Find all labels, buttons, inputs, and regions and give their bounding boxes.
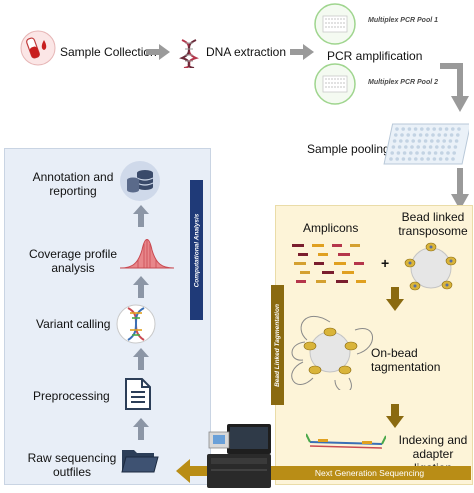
tagmented-bead-icon (291, 315, 373, 390)
arrow-up-3 (133, 348, 149, 370)
pcr-plate-2-icon (314, 63, 356, 105)
dna-helix-icon (179, 39, 199, 68)
sample-collection-label: Sample Collection (60, 45, 157, 59)
ngs-bar (268, 466, 471, 480)
arrow-up-2 (133, 276, 149, 298)
bead-transposome-icon (404, 242, 457, 291)
pool1-label: Multiplex PCR Pool 1 (368, 17, 439, 24)
transposome-label: Bead linked transposome (398, 210, 468, 238)
ngs-label: Next Generation Sequencing (314, 468, 425, 478)
bead-linked-tagmentation-tab: Bead Linked Tagmentation (271, 285, 284, 405)
indexing-label: Indexing and adapter ligation (398, 433, 468, 475)
pooled-plate-icon (383, 123, 469, 165)
raw-outfiles-label: Raw sequencing outfiles (27, 451, 117, 479)
preprocessing-label: Preprocessing (33, 389, 110, 403)
pcr-plate-1-icon (314, 3, 356, 45)
annotation-label: Annotation and reporting (32, 170, 114, 198)
arrow-down-gold-1 (386, 287, 404, 311)
variant-dna-icon (116, 304, 156, 344)
arrow-elbow-down-1 (440, 63, 469, 112)
computational-analysis-tab: Computational Analysis (190, 180, 203, 320)
arrow-elbow-down-2 (451, 168, 469, 210)
on-bead-tagmentation-label: On-bead tagmentation (371, 346, 441, 374)
arrow-down-gold-2 (386, 404, 404, 428)
pcr-amplification-label: PCR amplification (327, 49, 423, 63)
arrow-up-1 (133, 205, 149, 227)
folder-icon (121, 450, 159, 473)
arrow-up-4 (133, 418, 149, 440)
indexed-fragment-icon (306, 433, 386, 449)
computational-analysis-panel (4, 148, 211, 485)
pool2-label: Multiplex PCR Pool 2 (368, 79, 439, 86)
dna-extraction-label: DNA extraction (206, 45, 287, 59)
database-icon (120, 161, 160, 201)
amplicons-label: Amplicons (303, 221, 359, 235)
plus-sign: + (381, 255, 390, 271)
document-icon (125, 378, 151, 410)
variant-calling-label: Variant calling (36, 317, 111, 331)
arrow-left-ngs (176, 459, 212, 483)
amplicons-icon (292, 244, 366, 283)
sample-pooling-label: Sample pooling (307, 142, 390, 156)
bell-curve-icon (119, 239, 175, 269)
arrow-right-1 (146, 44, 170, 60)
blood-tube-icon (20, 30, 56, 66)
arrow-right-2 (290, 44, 314, 60)
coverage-label: Coverage profile analysis (28, 247, 118, 275)
sequencer-icon (207, 424, 271, 488)
